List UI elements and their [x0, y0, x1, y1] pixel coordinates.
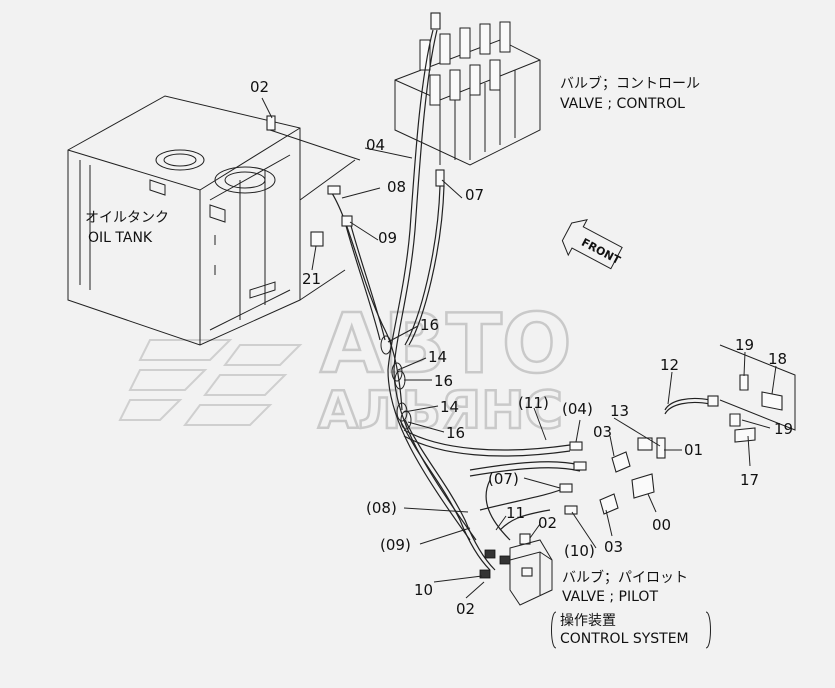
callout-07: 07: [465, 186, 484, 204]
callout-02-mid: 02: [538, 514, 557, 532]
callout-00: 00: [652, 516, 671, 534]
callout-16-c: 16: [446, 424, 465, 442]
callout-16-a: 16: [420, 316, 439, 334]
assembly-labels: バルブ；コントロール VALVE ; CONTROL オイルタンク OIL TA…: [85, 75, 711, 649]
pilot-valve-label-jp: バルブ；パイロット: [562, 569, 688, 586]
watermark-line2: АЛЬЯНС: [318, 381, 563, 441]
control-valve: [394, 12, 541, 187]
callout-02-top: 02: [250, 78, 269, 96]
callout-19-b: 19: [774, 420, 793, 438]
watermark: АВТО АЛЬЯНС: [118, 296, 573, 442]
leader-lines: [261, 97, 777, 599]
control-valve-label-en: VALVE ; CONTROL: [560, 96, 685, 112]
callout-10: 10: [414, 581, 433, 599]
callout-17: 17: [740, 471, 759, 489]
control-system-label-jp: 操作装置: [560, 613, 616, 629]
oil-tank-label-en: OIL TANK: [88, 230, 153, 246]
watermark-logo: [118, 339, 303, 426]
watermark-line1: АВТО: [320, 297, 572, 392]
callout-13: 13: [610, 402, 629, 420]
callout-04-top: 04: [366, 136, 385, 154]
callout-21: 21: [302, 270, 321, 288]
callout-16-b: 16: [434, 372, 453, 390]
callout-19-a: 19: [735, 336, 754, 354]
callout-03-b: 03: [604, 538, 623, 556]
callout-02-bot: 02: [456, 600, 475, 618]
control-system-bracket-right: [705, 611, 711, 649]
callout-08-paren: (08): [366, 499, 397, 517]
callout-07-paren: (07): [488, 470, 519, 488]
callout-08: 08: [387, 178, 406, 196]
callout-09: 09: [378, 229, 397, 247]
fittings: [266, 115, 796, 579]
pilot-valve-label-en: VALVE ; PILOT: [562, 589, 658, 605]
callout-11-paren: (11): [518, 394, 549, 412]
callout-12: 12: [660, 356, 679, 374]
control-system-bracket-left: [551, 611, 557, 649]
callout-10-paren: (10): [564, 542, 595, 560]
callouts: 02 04 08 07 09 21 16 14 16 14 16 (11) (0…: [250, 78, 793, 618]
front-arrow: FRONT: [561, 219, 623, 270]
oil-tank: [67, 95, 361, 346]
callout-14-a: 14: [428, 348, 447, 366]
callout-01: 01: [684, 441, 703, 459]
front-arrow-label: FRONT: [579, 236, 623, 267]
hoses: [329, 29, 711, 571]
oil-tank-label-jp: オイルタンク: [85, 210, 169, 226]
control-valve-label-jp: バルブ；コントロール: [560, 75, 700, 92]
callout-18: 18: [768, 350, 787, 368]
callout-03-a: 03: [593, 423, 612, 441]
callout-14-b: 14: [440, 398, 459, 416]
callout-09-paren: (09): [380, 536, 411, 554]
control-system-label-en: CONTROL SYSTEM: [560, 631, 689, 647]
callout-11: 11: [506, 504, 525, 522]
pilot-valve: [509, 539, 553, 606]
callout-04-paren: (04): [562, 400, 593, 418]
